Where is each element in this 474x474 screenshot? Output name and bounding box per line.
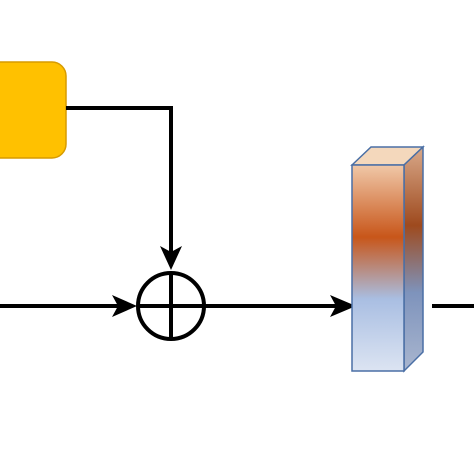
feature-prism [350, 145, 425, 373]
prism-front-face [351, 164, 405, 372]
sum-to-prism-connector [204, 295, 356, 317]
right-arrowhead-2 [330, 295, 356, 317]
input-block [0, 61, 67, 159]
prism-side-face [403, 145, 424, 373]
right-arrowhead-1 [112, 295, 137, 317]
block-to-sum-connector [66, 106, 182, 270]
plus-circle-icon [136, 271, 206, 341]
input-to-sum-connector [0, 295, 137, 317]
down-arrowhead [160, 246, 182, 270]
